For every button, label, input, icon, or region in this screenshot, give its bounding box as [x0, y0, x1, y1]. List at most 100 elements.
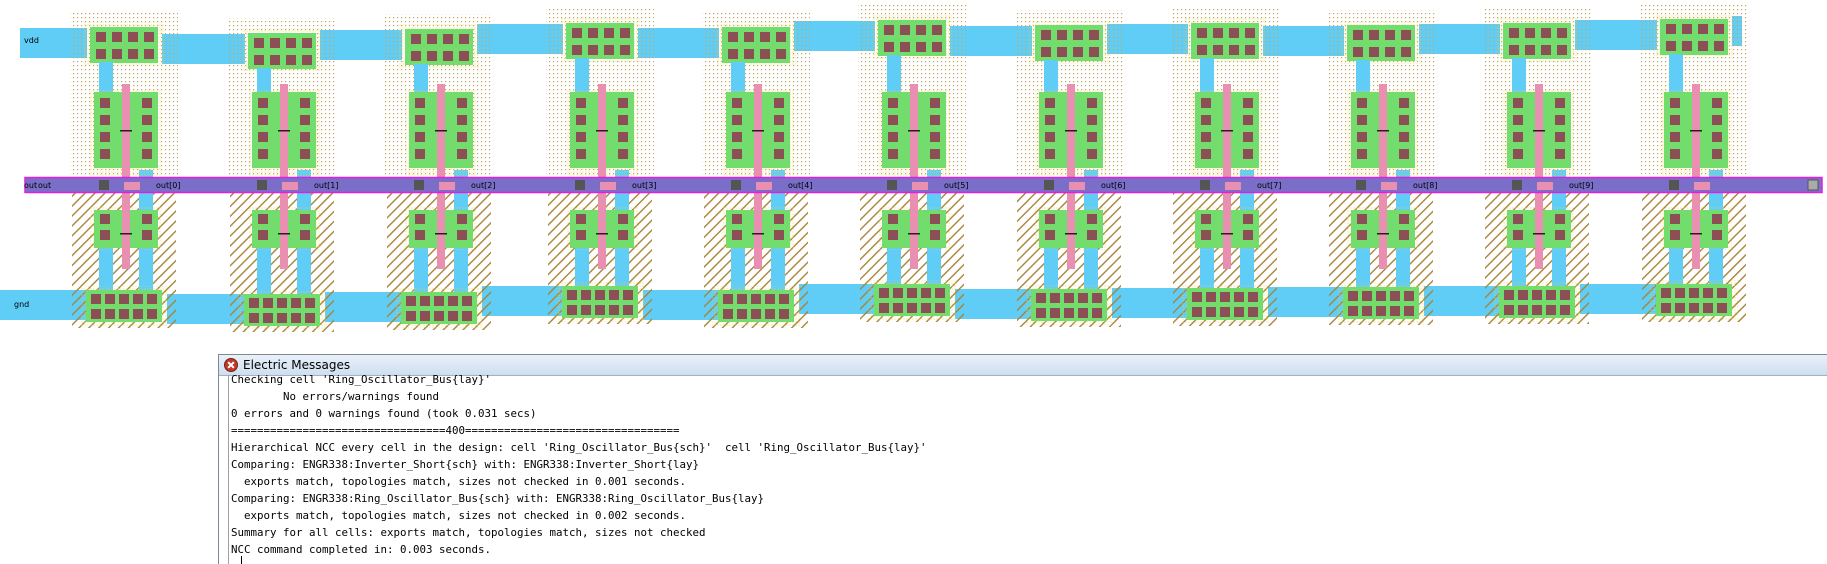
contact-cut: [1689, 288, 1699, 298]
contact-cut: [1220, 307, 1230, 317]
contact-cut: [1369, 30, 1379, 40]
contact-cut: [774, 214, 784, 224]
contact-cut: [751, 309, 761, 319]
contact-cut: [1670, 98, 1680, 108]
contact-cut: [133, 309, 143, 319]
contact-cut: [1376, 291, 1386, 301]
messages-text-area[interactable]: Checking cell 'Ring_Oscillator_Bus{lay}'…: [228, 375, 1827, 564]
gate-mark: [435, 233, 447, 235]
gate-mark: [1221, 233, 1233, 235]
contact-cut: [457, 132, 467, 142]
electric-messages-window[interactable]: Electric Messages Checking cell 'Ring_Os…: [218, 354, 1827, 564]
poly-gate: [910, 84, 918, 269]
contact-cut: [1201, 214, 1211, 224]
contact-cut: [415, 214, 425, 224]
contact-cut: [147, 294, 157, 304]
electric-app-icon: [224, 358, 238, 372]
contact-cut: [1243, 214, 1253, 224]
message-line: exports match, topologies match, sizes n…: [231, 509, 687, 522]
contact-cut: [1078, 308, 1088, 318]
bus-via: [257, 180, 267, 190]
contact-cut: [1513, 230, 1523, 240]
contact-cut: [879, 303, 889, 313]
contact-cut: [105, 309, 115, 319]
contact-cut: [249, 298, 259, 308]
contact-cut: [930, 214, 940, 224]
bus-via: [887, 180, 897, 190]
contact-cut: [737, 309, 747, 319]
message-line: =================================400====…: [231, 424, 680, 437]
contact-cut: [457, 98, 467, 108]
contact-cut: [1509, 45, 1519, 55]
gate-mark: [908, 233, 920, 235]
contact-cut: [576, 132, 586, 142]
contact-cut: [300, 230, 310, 240]
contact-cut: [620, 45, 630, 55]
bus-via: [575, 180, 585, 190]
contact-cut: [888, 115, 898, 125]
output-label: out[9]: [1569, 181, 1593, 190]
contact-cut: [774, 149, 784, 159]
contact-cut: [1206, 307, 1216, 317]
contact-cut: [1532, 305, 1542, 315]
contact-cut: [1555, 115, 1565, 125]
contact-cut: [595, 305, 605, 315]
contact-cut: [1712, 149, 1722, 159]
contact-cut: [415, 98, 425, 108]
contact-cut: [434, 296, 444, 306]
poly-gate: [754, 84, 762, 269]
contact-cut: [921, 303, 931, 313]
contact-cut: [618, 132, 628, 142]
contact-cut: [776, 32, 786, 42]
messages-title-bar[interactable]: Electric Messages: [219, 355, 1827, 376]
contact-cut: [921, 288, 931, 298]
contact-cut: [1401, 47, 1411, 57]
contact-cut: [1243, 115, 1253, 125]
layout-editor-canvas[interactable]: vdd gnd out out out[0]out[1]out[2]out[3]…: [0, 0, 1827, 340]
contact-cut: [1201, 149, 1211, 159]
contact-cut: [1399, 214, 1409, 224]
contact-cut: [576, 115, 586, 125]
inverter-cell: [70, 12, 178, 328]
bus-input-label-left: out: [24, 181, 37, 190]
contact-cut: [1670, 230, 1680, 240]
poly-gate: [1067, 205, 1075, 253]
contact-cut: [1041, 47, 1051, 57]
contact-cut: [128, 49, 138, 59]
message-line: exports match, topologies match, sizes n…: [231, 475, 687, 488]
contact-cut: [760, 49, 770, 59]
contact-cut: [302, 38, 312, 48]
contact-cut: [1243, 98, 1253, 108]
contact-cut: [1518, 305, 1528, 315]
contact-cut: [1513, 98, 1523, 108]
contact-cut: [1666, 24, 1676, 34]
contact-cut: [100, 98, 110, 108]
contact-cut: [900, 25, 910, 35]
contact-cut: [1036, 293, 1046, 303]
contact-cut: [1220, 292, 1230, 302]
contact-cut: [300, 149, 310, 159]
contact-cut: [1245, 28, 1255, 38]
bus-via: [99, 180, 109, 190]
gate-mark: [1065, 130, 1077, 132]
contact-cut: [1712, 214, 1722, 224]
contact-cut: [415, 132, 425, 142]
contact-cut: [1698, 41, 1708, 51]
contact-cut: [1353, 30, 1363, 40]
contact-cut: [774, 115, 784, 125]
contact-cut: [888, 230, 898, 240]
poly-contact: [124, 182, 140, 190]
bus-via: [731, 180, 741, 190]
contact-cut: [581, 290, 591, 300]
output-bus-outline: [24, 176, 1823, 194]
poly-gate: [598, 205, 606, 253]
poly-contact: [1537, 182, 1553, 190]
contact-cut: [1376, 306, 1386, 316]
message-line: 0 errors and 0 warnings found (took 0.03…: [231, 407, 537, 420]
contact-cut: [1045, 149, 1055, 159]
contact-cut: [1399, 132, 1409, 142]
contact-cut: [254, 38, 264, 48]
contact-cut: [1045, 230, 1055, 240]
contact-cut: [1092, 293, 1102, 303]
poly-contact: [282, 182, 298, 190]
